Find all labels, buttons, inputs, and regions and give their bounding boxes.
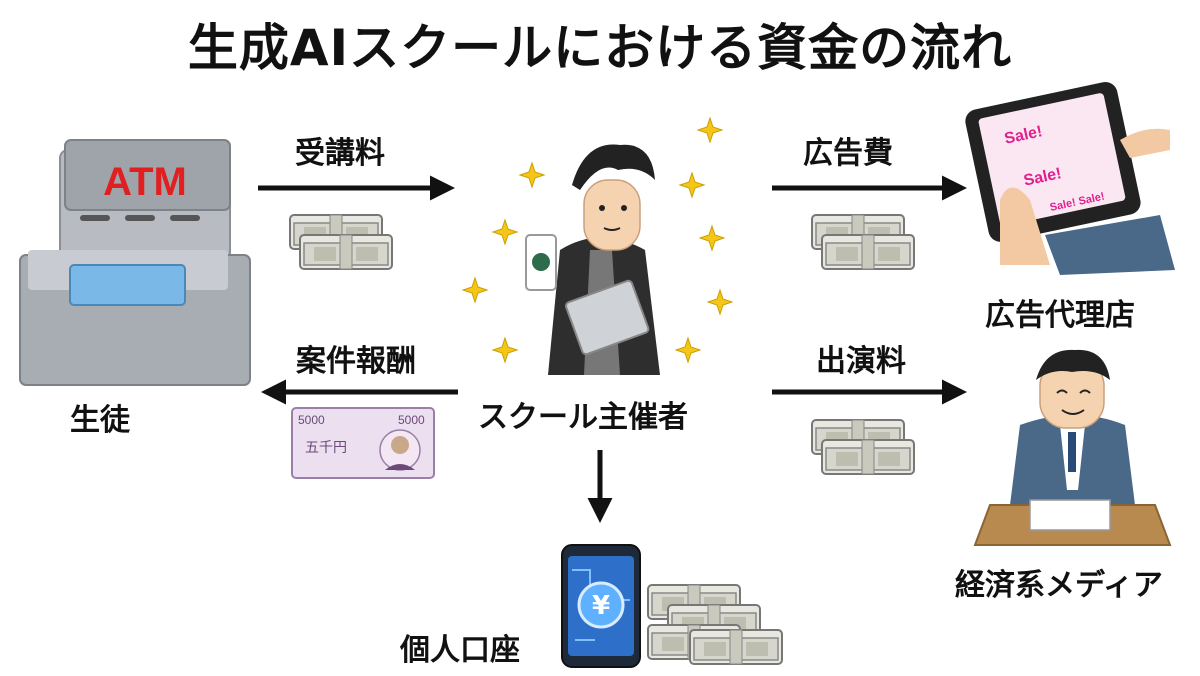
diagram-title: 生成AIスクールにおける資金の流れ: [187, 19, 1013, 77]
flow-label-ad-fee: 広告費: [803, 136, 893, 171]
banknote-kanji: 五千円: [305, 440, 347, 456]
atm-illustration: ATM: [19, 139, 251, 386]
organizer-illustration: [462, 117, 733, 375]
atm-text: ATM: [103, 160, 187, 204]
node-label-student: 生徒: [70, 403, 130, 438]
node-label-media: 経済系メディア: [955, 568, 1163, 603]
banknote-denomination-left: 5000: [298, 413, 325, 427]
banknote-illustration: 5000 5000 五千円: [291, 407, 435, 479]
flow-label-referral: 案件報酬: [296, 344, 416, 379]
smartphone-illustration: ¥: [561, 544, 641, 668]
flow-label-appearance-fee: 出演料: [816, 344, 906, 379]
tablet-illustration: Sale! Sale! Sale! Sale!: [965, 82, 1175, 275]
flow-label-tuition: 受講料: [295, 136, 385, 171]
node-label-account: 個人口座: [400, 633, 520, 668]
yen-icon: ¥: [592, 591, 610, 621]
banknote-denomination-right: 5000: [398, 413, 425, 427]
newscaster-illustration: [973, 349, 1172, 546]
node-label-ad-agency: 広告代理店: [985, 298, 1135, 333]
node-label-organizer: スクール主催者: [478, 400, 688, 435]
